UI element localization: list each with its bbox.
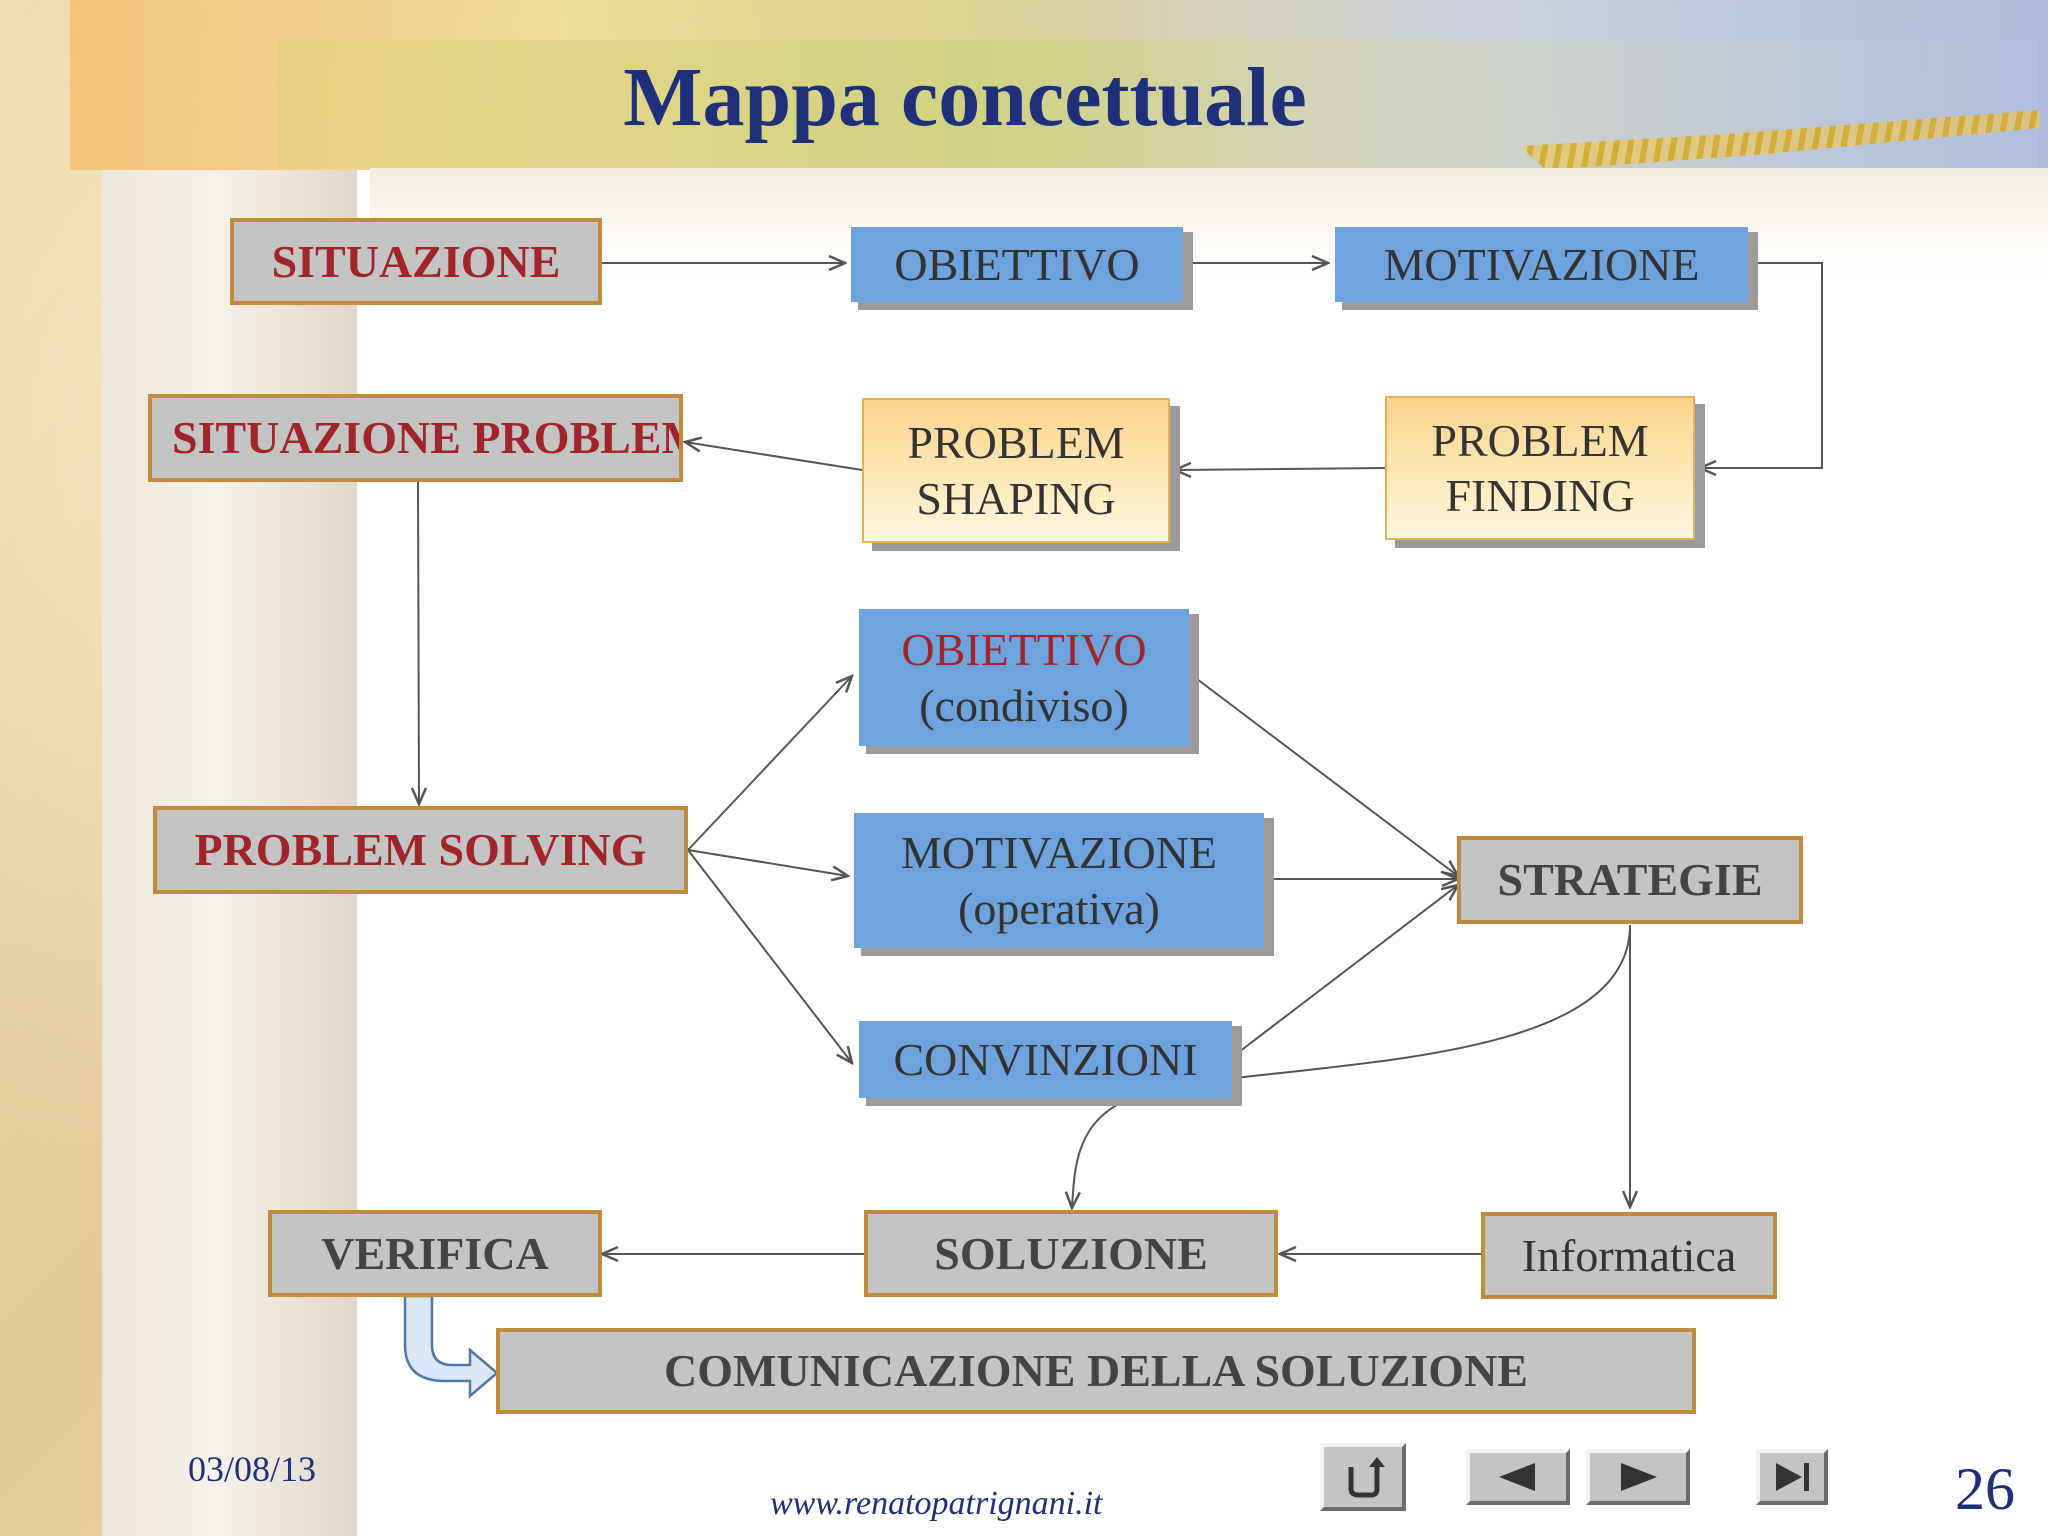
previous-button[interactable]	[1466, 1449, 1570, 1505]
node-motivazione-label: MOTIVAZIONE	[1383, 238, 1700, 290]
arrow-convinzioni-strategie	[1234, 885, 1458, 1056]
arrow-finding-shaping	[1175, 468, 1386, 470]
arrow-situazione-problematica-solving	[418, 481, 419, 804]
node-obiettivo-condiviso-line1: OBIETTIVO	[901, 624, 1147, 676]
node-problem-finding-line2: FINDING	[1445, 470, 1635, 521]
node-soluzione-label: SOLUZIONE	[934, 1227, 1208, 1279]
node-situazione: SITUAZIONE	[230, 218, 602, 305]
node-comunicazione-label: COMUNICAZIONE DELLA SOLUZIONE	[664, 1345, 1528, 1397]
slide-title: Mappa concettuale	[623, 51, 1307, 144]
node-informatica: Informatica	[1481, 1212, 1777, 1299]
arrow-solving-motivazione	[687, 849, 848, 876]
node-problem-finding-line1: PROBLEM	[1431, 414, 1649, 466]
node-convinzioni: CONVINZIONI	[856, 1018, 1232, 1098]
node-informatica-label: Informatica	[1521, 1229, 1737, 1281]
node-obiettivo-condiviso: OBIETTIVO (condiviso)	[856, 606, 1189, 746]
node-problem-solving-label: PROBLEM SOLVING	[194, 824, 647, 876]
arrow-solving-convinzioni	[687, 849, 852, 1063]
node-strategie: STRATEGIE	[1457, 836, 1803, 924]
node-motivazione-operativa: MOTIVAZIONE (operativa)	[851, 810, 1264, 948]
node-soluzione: SOLUZIONE	[864, 1210, 1278, 1297]
node-convinzioni-label: CONVINZIONI	[893, 1033, 1198, 1085]
node-verifica-label: VERIFICA	[321, 1227, 549, 1279]
node-obiettivo: OBIETTIVO	[848, 224, 1183, 302]
next-button[interactable]	[1586, 1449, 1690, 1505]
node-verifica: VERIFICA	[268, 1210, 602, 1297]
node-problem-shaping: PROBLEM SHAPING	[862, 398, 1170, 543]
return-button[interactable]	[1320, 1443, 1406, 1511]
node-problem-shaping-line1: PROBLEM	[907, 417, 1125, 469]
last-slide-icon	[1776, 1463, 1809, 1491]
block-arrow-verifica-comunicazione	[403, 1294, 499, 1399]
node-obiettivo-condiviso-line2: (condiviso)	[919, 679, 1129, 731]
previous-icon	[1499, 1463, 1535, 1491]
node-problem-finding: PROBLEM FINDING	[1385, 396, 1695, 540]
content-panel-shade	[370, 168, 2048, 278]
last-slide-button[interactable]	[1756, 1449, 1828, 1505]
footer-date: 03/08/13	[188, 1449, 317, 1489]
arrow-obiettivo-strategie	[1192, 675, 1458, 876]
node-strategie-label: STRATEGIE	[1497, 854, 1763, 906]
node-obiettivo-label: OBIETTIVO	[894, 238, 1140, 290]
slide-number: 26	[1955, 1456, 2015, 1522]
node-motivazione-operativa-line1: MOTIVAZIONE	[900, 827, 1217, 879]
arrow-shaping-situazione-problematica	[685, 442, 863, 471]
node-problem-solving: PROBLEM SOLVING	[153, 806, 688, 894]
node-motivazione: MOTIVAZIONE	[1332, 224, 1748, 302]
node-comunicazione: COMUNICAZIONE DELLA SOLUZIONE	[496, 1328, 1696, 1414]
arrow-solving-obiettivo	[687, 676, 852, 851]
node-problem-shaping-line2: SHAPING	[916, 472, 1116, 524]
node-situazione-problematica: SITUAZIONE PROBLEMATIC	[148, 394, 683, 482]
arrow-motivazione-finding	[1700, 262, 1823, 468]
footer-url: www.renatopatrignani.it	[770, 1485, 1103, 1522]
arrow-strategie-soluzione	[1072, 924, 1631, 1208]
node-situazione-problematica-label: SITUAZIONE PROBLEMATIC	[172, 412, 679, 464]
next-icon	[1621, 1463, 1657, 1491]
node-motivazione-operativa-line2: (operativa)	[958, 882, 1160, 934]
return-icon	[1348, 1457, 1385, 1498]
node-situazione-label: SITUAZIONE	[271, 235, 561, 287]
